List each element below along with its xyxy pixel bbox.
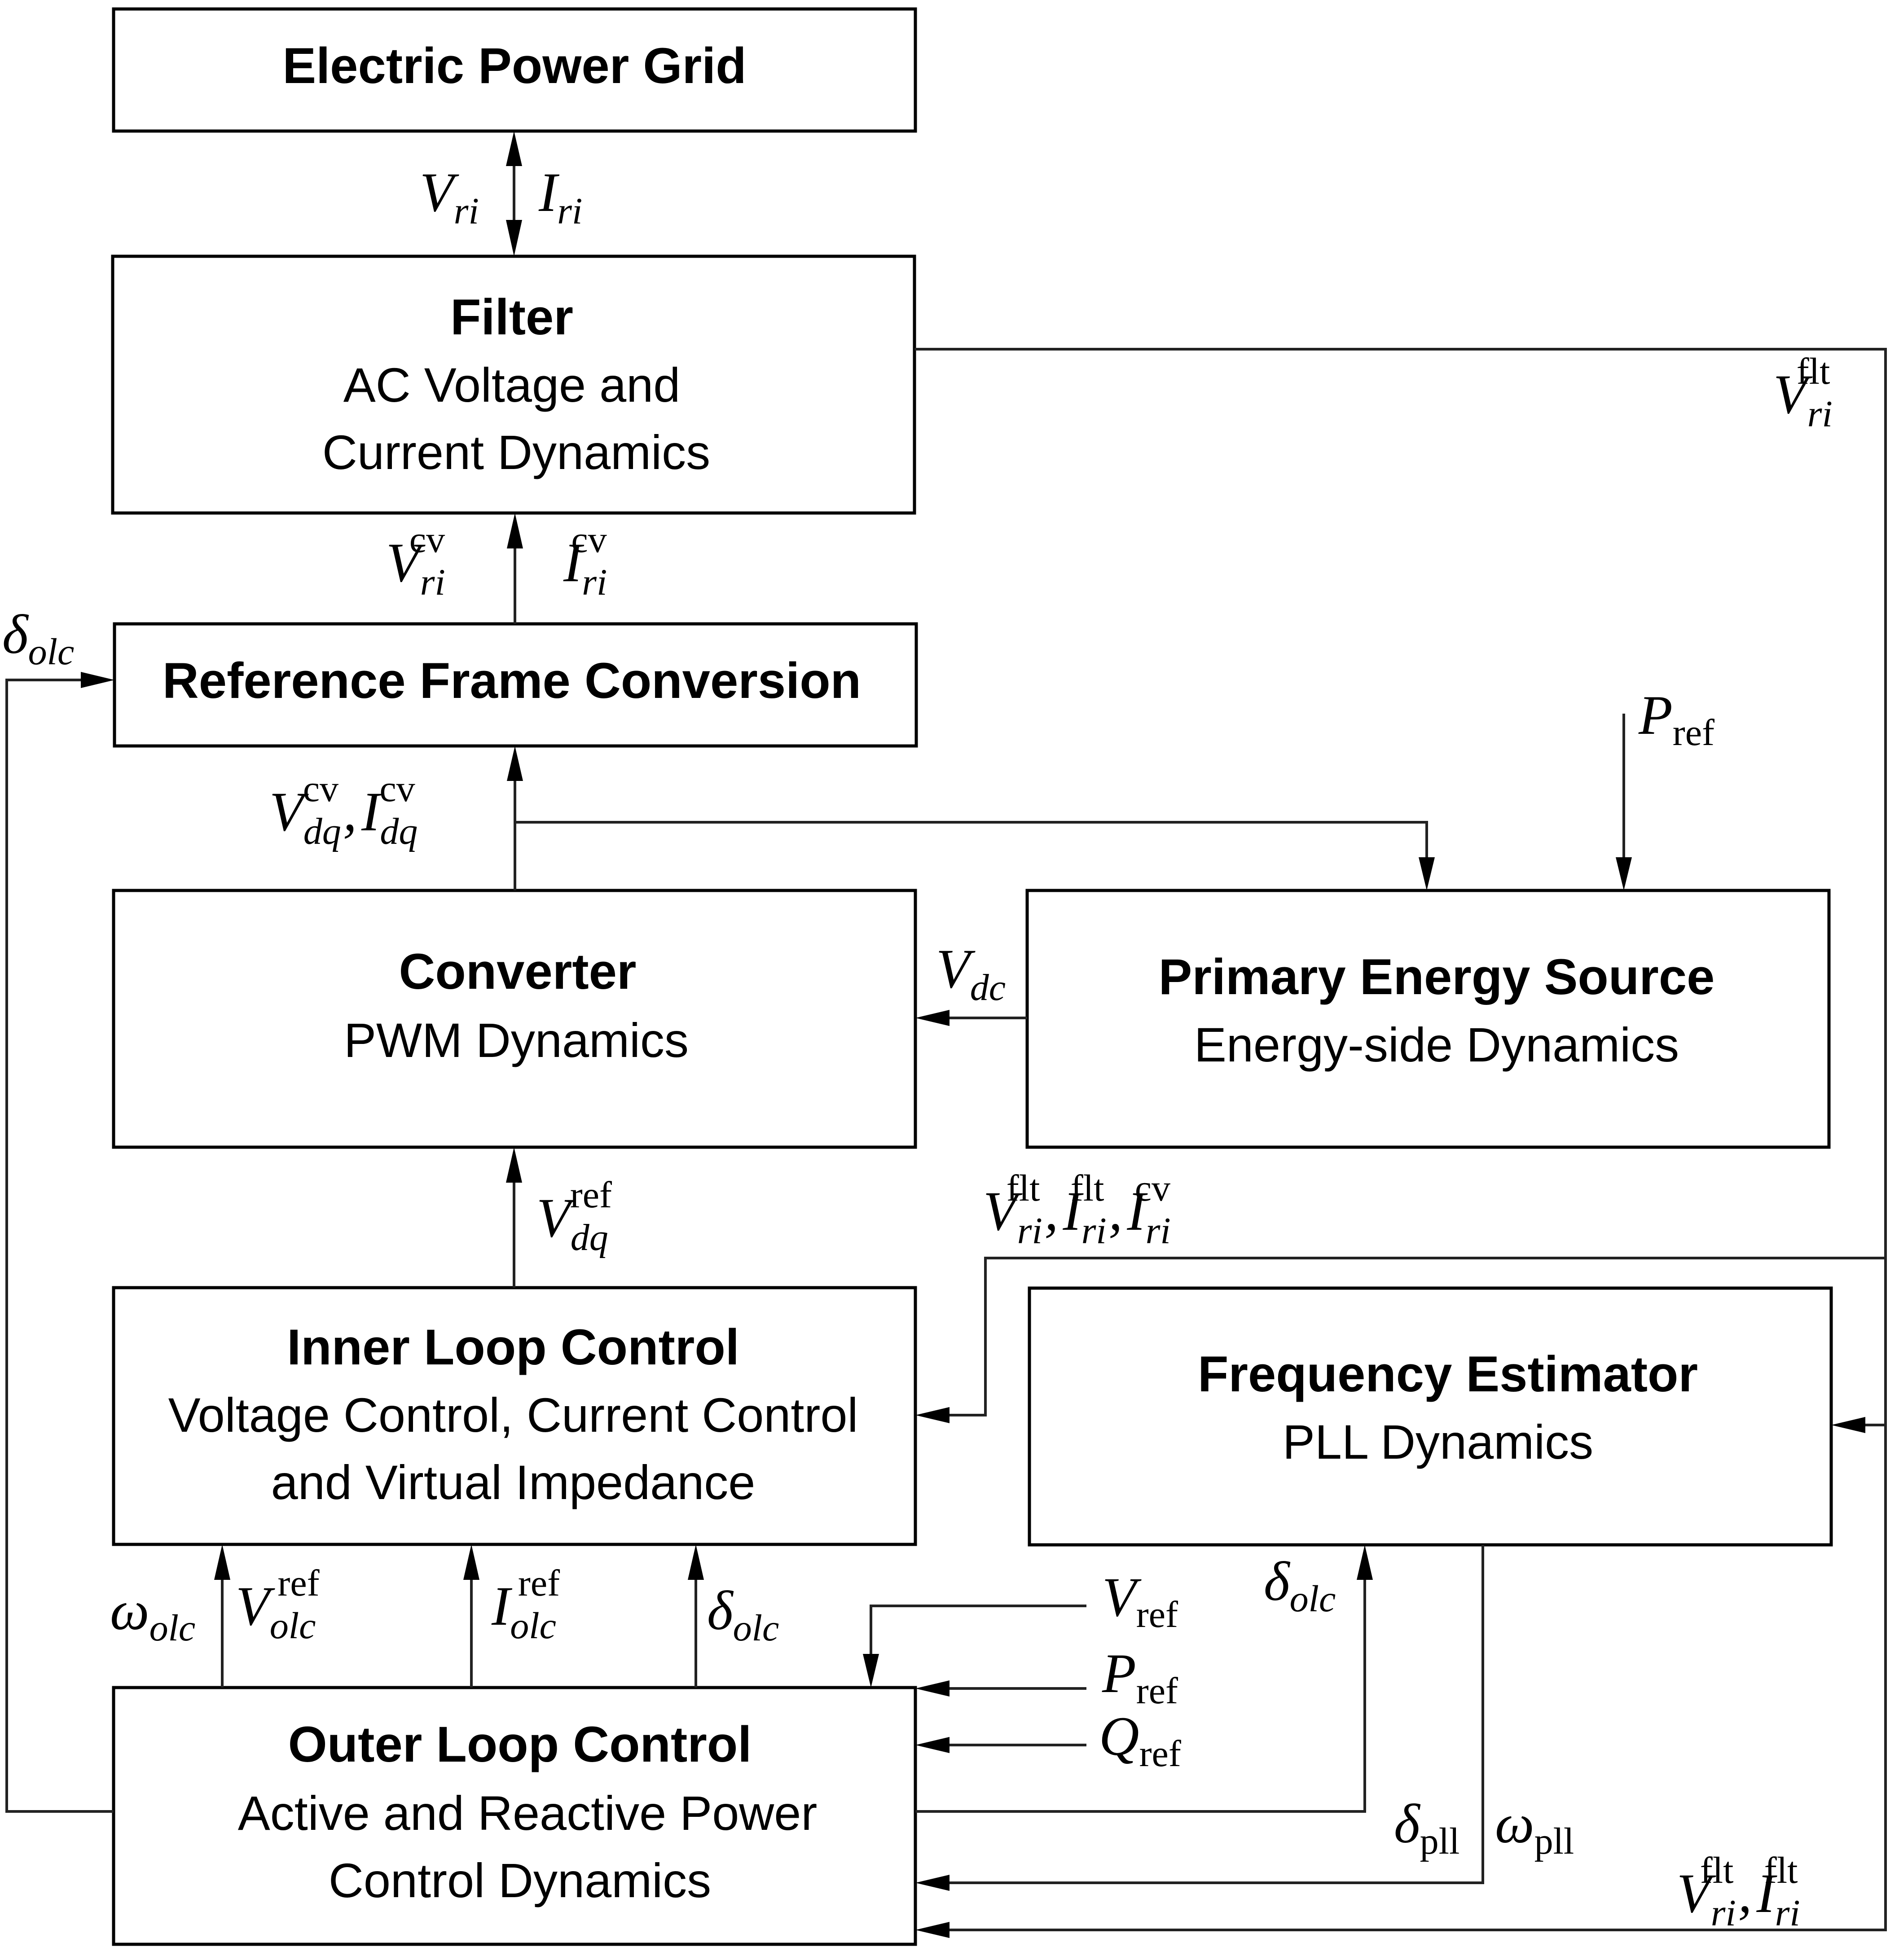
filter-title: Filter — [450, 289, 573, 345]
block-filter: Filter AC Voltage and Current Dynamics — [111, 254, 916, 515]
wire-fe-to-olc-pll — [915, 1545, 1484, 1891]
label-ilc-feedback: Vriflt,Iriflt,Iricv — [983, 1167, 1171, 1252]
filter-line1: AC Voltage and — [343, 358, 681, 412]
converter-title: Converter — [399, 943, 636, 1000]
label-vdq-ref: Vdqref — [536, 1174, 612, 1258]
wire-rail-to-ilc — [915, 1257, 1886, 1423]
wire-converter-to-rfc — [507, 746, 523, 890]
wire-pref-to-olc — [915, 1680, 1086, 1697]
grid-title: Electric Power Grid — [282, 38, 746, 94]
pes-line1: Energy-side Dynamics — [1194, 1017, 1679, 1072]
wire-olc-to-ilc-delta — [688, 1544, 704, 1688]
olc-line2: Control Dynamics — [329, 1853, 711, 1907]
wire-pes-to-converter — [915, 1010, 1027, 1026]
label-vref: Vref — [1102, 1566, 1178, 1636]
rfc-title: Reference Frame Conversion — [163, 653, 861, 709]
block-inner-loop-control: Inner Loop Control Voltage Control, Curr… — [112, 1286, 917, 1546]
wire-olc-to-fe-delta — [915, 1545, 1373, 1813]
label-delta-pll: δpll — [1394, 1793, 1459, 1862]
ilc-line2: and Virtual Impedance — [271, 1455, 756, 1509]
label-delta-olc-ilc: δolc — [707, 1580, 779, 1649]
wire-ilc-to-converter — [506, 1147, 522, 1288]
wire-vdq-to-pes — [515, 821, 1435, 890]
wire-qref-to-olc — [915, 1737, 1086, 1753]
wire-rfc-to-filter — [507, 513, 523, 624]
label-i-ri-cv: Iricv — [563, 519, 607, 603]
ilc-line1: Voltage Control, Current Control — [168, 1388, 858, 1442]
arrowhead-up — [506, 131, 522, 166]
fe-line1: PLL Dynamics — [1283, 1415, 1593, 1469]
wire-pref-to-pes — [1616, 714, 1632, 890]
label-v-ri: Vri — [420, 162, 479, 232]
wire-filter-right-rail — [914, 348, 1887, 1938]
block-outer-loop-control: Outer Loop Control Active and Reactive P… — [112, 1686, 917, 1946]
label-omega-olc: ωolc — [110, 1580, 195, 1649]
wire-rail-to-fe — [1831, 1417, 1886, 1433]
block-converter: Converter PWM Dynamics — [112, 889, 917, 1149]
label-v-dc: Vdc — [936, 938, 1006, 1009]
label-delta-olc-rfc: δolc — [2, 604, 74, 673]
label-v-ri-cv: Vricv — [386, 519, 445, 603]
wire-olc-to-ilc-voltage — [214, 1544, 230, 1688]
label-qref: Qref — [1099, 1706, 1181, 1775]
block-electric-power-grid: Electric Power Grid — [112, 7, 917, 133]
label-pref-olc: Pref — [1102, 1643, 1178, 1712]
label-v-ri-flt-top: Vriflt — [1773, 351, 1833, 435]
filter-line2: Current Dynamics — [322, 425, 710, 479]
fe-title: Frequency Estimator — [1198, 1346, 1698, 1402]
block-primary-energy-source: Primary Energy Source Energy-side Dynami… — [1025, 889, 1831, 1149]
label-i-ri: Iri — [538, 162, 582, 232]
label-omega-pll: ωpll — [1495, 1793, 1574, 1862]
ilc-title: Inner Loop Control — [287, 1319, 739, 1375]
label-i-olc-ref: Iolcref — [491, 1562, 560, 1647]
wire-olc-to-rfc-delta — [5, 672, 114, 1813]
pes-title: Primary Energy Source — [1159, 949, 1715, 1005]
converter-line1: PWM Dynamics — [344, 1013, 689, 1067]
arrowhead-down — [506, 220, 522, 256]
label-pref-top: Pref — [1638, 684, 1714, 754]
block-reference-frame-conversion: Reference Frame Conversion — [113, 622, 918, 748]
olc-title: Outer Loop Control — [288, 1716, 752, 1772]
wire-olc-to-ilc-current — [463, 1544, 479, 1688]
olc-line1: Active and Reactive Power — [238, 1786, 818, 1840]
wire-vref-to-olc — [863, 1605, 1086, 1688]
label-vdq-idq-cv: Vdqcv,Idqcv — [269, 768, 418, 852]
label-v-olc-ref: Volcref — [236, 1562, 320, 1647]
block-frequency-estimator: Frequency Estimator PLL Dynamics — [1028, 1286, 1833, 1547]
label-delta-olc-fe: δolc — [1264, 1551, 1336, 1620]
wire-grid-filter — [506, 131, 522, 256]
label-olc-feedback: Vriflt,Iriflt — [1677, 1850, 1800, 1934]
